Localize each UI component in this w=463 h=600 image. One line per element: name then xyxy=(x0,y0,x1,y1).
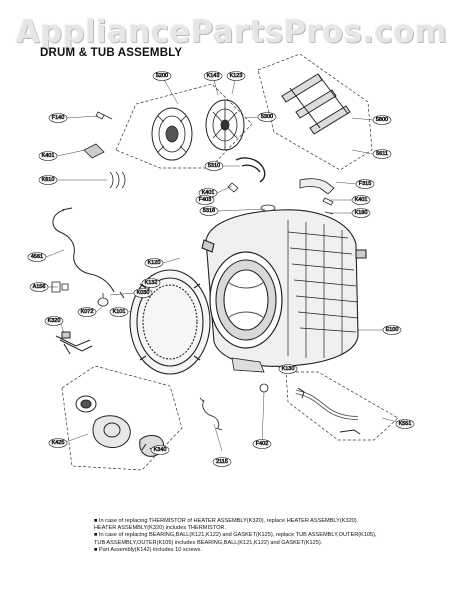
callout-5310: 5310 xyxy=(204,161,224,171)
callout-k072: K072 xyxy=(77,307,97,317)
replacement-notes: ■ In case of replacing THERMISTOR of HEA… xyxy=(94,518,394,554)
svg-text:5200: 5200 xyxy=(156,73,168,79)
callout-f315: F315 xyxy=(355,179,375,189)
callout-f140: F140 xyxy=(48,113,68,123)
small-fastener-parts xyxy=(83,111,335,215)
callout-k123: K123 xyxy=(226,71,246,81)
svg-text:K030: K030 xyxy=(137,290,150,296)
callout-k190: K190 xyxy=(351,208,371,218)
note-line: ■ In case of replacing BEARING,BALL(K121… xyxy=(94,532,377,539)
svg-text:F315: F315 xyxy=(359,181,372,187)
svg-text:K551: K551 xyxy=(399,421,412,427)
svg-text:K401: K401 xyxy=(355,197,368,203)
svg-text:K401: K401 xyxy=(42,153,55,159)
clamp-part xyxy=(51,281,69,293)
callout-5611: 5611 xyxy=(372,149,392,159)
svg-text:5300: 5300 xyxy=(261,114,273,120)
svg-text:5318: 5318 xyxy=(203,208,215,214)
front-tub-ring-part xyxy=(129,269,211,375)
note-line: ■ Part Assembly(K142) includes 10 screws… xyxy=(94,546,202,553)
callout-k401-c: K401 xyxy=(351,195,371,205)
note-line: HEATER ASSEMBLY(K320) includes THERMISTO… xyxy=(94,525,227,532)
callout-a156: A156 xyxy=(29,282,49,292)
note-line: TUB ASSEMBLY,OUTER(K105) includes BEARIN… xyxy=(94,539,323,546)
svg-text:K120: K120 xyxy=(148,260,161,266)
callout-k340: K340 xyxy=(150,445,170,455)
svg-text:K143: K143 xyxy=(207,73,220,79)
callout-k130: K130 xyxy=(278,364,298,374)
callout-5300: 5300 xyxy=(257,112,277,122)
callout-k551: K551 xyxy=(395,419,415,429)
callout-k610: K610 xyxy=(38,175,58,185)
callout-k101: K101 xyxy=(109,307,129,317)
callout-f403: F403 xyxy=(195,195,215,205)
svg-text:K610: K610 xyxy=(42,177,55,183)
svg-text:K132: K132 xyxy=(145,280,158,286)
svg-text:4561: 4561 xyxy=(31,254,43,260)
svg-text:K401: K401 xyxy=(202,190,215,196)
pump-assembly-part xyxy=(75,395,165,457)
svg-text:2115: 2115 xyxy=(216,459,228,465)
sensor-wire-part xyxy=(199,397,223,431)
hose-clip-part xyxy=(259,383,269,393)
assembly-group-outlines xyxy=(61,53,399,471)
svg-text:5800: 5800 xyxy=(376,117,388,123)
drum-lifter-parts xyxy=(281,73,351,135)
drain-hose-part xyxy=(295,387,361,435)
callout-4561: 4561 xyxy=(27,252,47,262)
watermark: AppliancePartsPros.com xyxy=(15,14,448,50)
wire-harness-part xyxy=(52,207,125,299)
svg-text:5310: 5310 xyxy=(208,163,220,169)
svg-text:F140: F140 xyxy=(52,115,65,121)
svg-text:A156: A156 xyxy=(33,284,46,290)
svg-text:K072: K072 xyxy=(81,309,94,315)
svg-text:K101: K101 xyxy=(113,309,126,315)
callout-k401-b: K401 xyxy=(198,188,218,198)
callout-5800: 5800 xyxy=(372,115,392,125)
callout-k120: K120 xyxy=(144,258,164,268)
callout-k132: K132 xyxy=(141,278,161,288)
callout-labels: 5200 K143 K123 5300 5800 F140 K401 K610 … xyxy=(27,71,415,467)
diagram-title: DRUM & TUB ASSEMBLY xyxy=(40,47,183,59)
svg-text:F402: F402 xyxy=(256,441,269,447)
callout-e100: E100 xyxy=(382,325,402,335)
svg-text:K425: K425 xyxy=(52,440,65,446)
svg-text:K340: K340 xyxy=(154,447,167,453)
svg-text:K130: K130 xyxy=(282,366,295,372)
drum-pulley-part xyxy=(205,99,245,151)
callout-k143: K143 xyxy=(203,71,223,81)
drum-spider-part xyxy=(151,107,193,161)
tub-bracket-part xyxy=(231,357,265,373)
callout-k320: K320 xyxy=(44,316,64,326)
callout-5318: 5318 xyxy=(199,206,219,216)
callout-f402: F402 xyxy=(252,439,272,449)
heater-assembly-part xyxy=(55,331,93,355)
note-line: ■ In case of replacing THERMISTOR of HEA… xyxy=(94,518,359,524)
svg-text:K320: K320 xyxy=(48,318,61,324)
outer-tub-part xyxy=(201,209,367,367)
callout-k030: K030 xyxy=(133,288,153,298)
svg-text:5611: 5611 xyxy=(376,151,388,157)
svg-text:F403: F403 xyxy=(199,197,212,203)
sensor-part xyxy=(97,293,109,307)
callout-k401: K401 xyxy=(38,151,58,161)
svg-text:E100: E100 xyxy=(386,327,399,333)
callout-k425: K425 xyxy=(48,438,68,448)
callout-2115: 2115 xyxy=(212,457,232,467)
svg-text:K123: K123 xyxy=(230,73,243,79)
svg-text:K190: K190 xyxy=(355,210,368,216)
callout-5200: 5200 xyxy=(152,71,172,81)
